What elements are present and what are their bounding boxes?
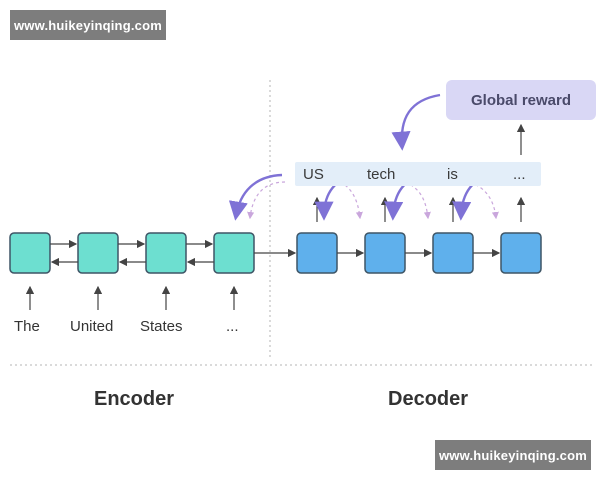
watermark-top: www.huikeyinqing.com: [10, 10, 166, 40]
decoder-output-bar: [295, 162, 541, 186]
encoder-input-word: The: [14, 318, 40, 335]
dashed-feedback-arrow: [339, 181, 363, 220]
encoder-input-word: States: [140, 318, 183, 335]
feedback-curve-arrow: [228, 173, 283, 221]
dashed-feedback-arrow: [469, 181, 499, 220]
decoder-cell-4: [500, 232, 542, 274]
watermark-bottom: www.huikeyinqing.com: [435, 440, 591, 470]
decoder-cell-1: [296, 232, 338, 274]
decoder-token: is: [447, 166, 458, 183]
dashed-feedback-arrow: [247, 181, 286, 220]
reward-curve-arrow: [391, 93, 441, 151]
decoder-section-title: Decoder: [388, 388, 469, 410]
encoder-cell-1: [9, 232, 51, 274]
global-reward-box: Global reward: [446, 80, 596, 120]
encoder-input-word: United: [70, 318, 114, 335]
dashed-feedback-arrow: [404, 181, 431, 220]
decoder-token: ...: [513, 166, 526, 183]
decoder-token: US: [303, 166, 324, 183]
encoder-cell-4: [213, 232, 255, 274]
decoder-token: tech: [367, 166, 396, 183]
encoder-cell-2: [77, 232, 119, 274]
encoder-input-word: ...: [226, 318, 239, 335]
encoder-section-title: Encoder: [94, 388, 175, 410]
decoder-cell-2: [364, 232, 406, 274]
encoder-cell-3: [145, 232, 187, 274]
decoder-cell-3: [432, 232, 474, 274]
